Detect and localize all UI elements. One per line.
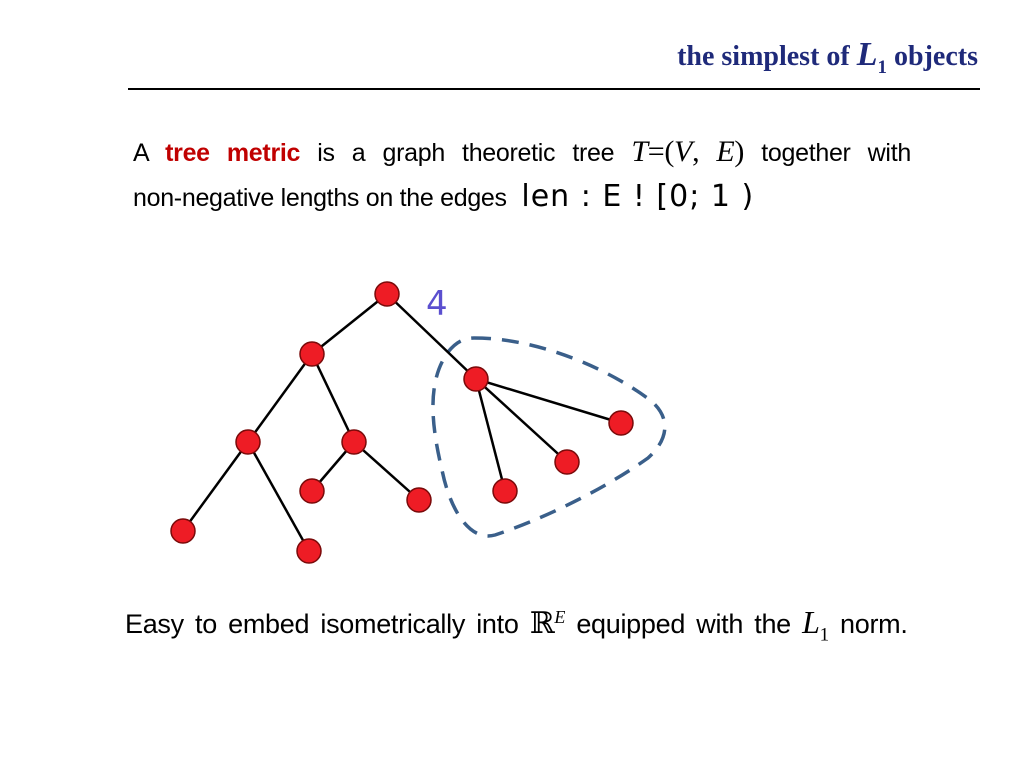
- tree-node: [463, 366, 489, 392]
- tree-node: [608, 410, 634, 436]
- title-math-l: L1: [856, 36, 888, 78]
- edge-length-label: 4: [426, 284, 448, 324]
- tree-edge: [474, 378, 507, 492]
- tree-tuple: T=(V, E): [631, 135, 745, 168]
- tree-node: [299, 341, 325, 367]
- tree-node: [170, 518, 196, 544]
- tree-edges: [181, 293, 622, 552]
- l1-norm-symbol: L1: [802, 604, 829, 646]
- tree-node: [406, 487, 432, 513]
- title-text: the simplest of: [677, 41, 850, 72]
- tree-node: [299, 478, 325, 504]
- subtree-boundary-loop: [431, 336, 667, 538]
- tree-node: [341, 429, 367, 455]
- tree-edge: [311, 293, 388, 355]
- definition-line-2: non-negative lengths on the edges len : …: [133, 179, 755, 214]
- tree-nodes: [170, 281, 634, 564]
- tree-edge: [386, 293, 477, 380]
- tree-node: [296, 538, 322, 564]
- tree-node: [492, 478, 518, 504]
- tree-node: [374, 281, 400, 307]
- tree-edge: [181, 441, 250, 532]
- definition-paragraph: A tree metric is a graph theoretic tree …: [133, 130, 911, 220]
- title-tail: objects: [894, 41, 978, 72]
- tree-edge: [475, 378, 568, 463]
- tree-edge: [246, 441, 311, 552]
- tree-node: [235, 429, 261, 455]
- length-function: len : E ! [0; 1 ): [521, 179, 755, 214]
- tree-edge: [246, 353, 314, 443]
- tree-edge: [475, 377, 622, 425]
- real-space-symbol: ℝE: [529, 606, 566, 641]
- tree-metric-term: tree metric: [165, 139, 301, 167]
- tree-edge: [353, 441, 420, 501]
- tree-node: [554, 449, 580, 475]
- tree-edge: [310, 353, 356, 443]
- definition-line-1: A tree metric is a graph theoretic tree …: [133, 135, 911, 168]
- slide-title: the simplest of L1 objects: [677, 36, 978, 79]
- title-divider: [128, 88, 980, 90]
- embedding-caption: Easy to embed isometrically into ℝE equi…: [125, 604, 908, 646]
